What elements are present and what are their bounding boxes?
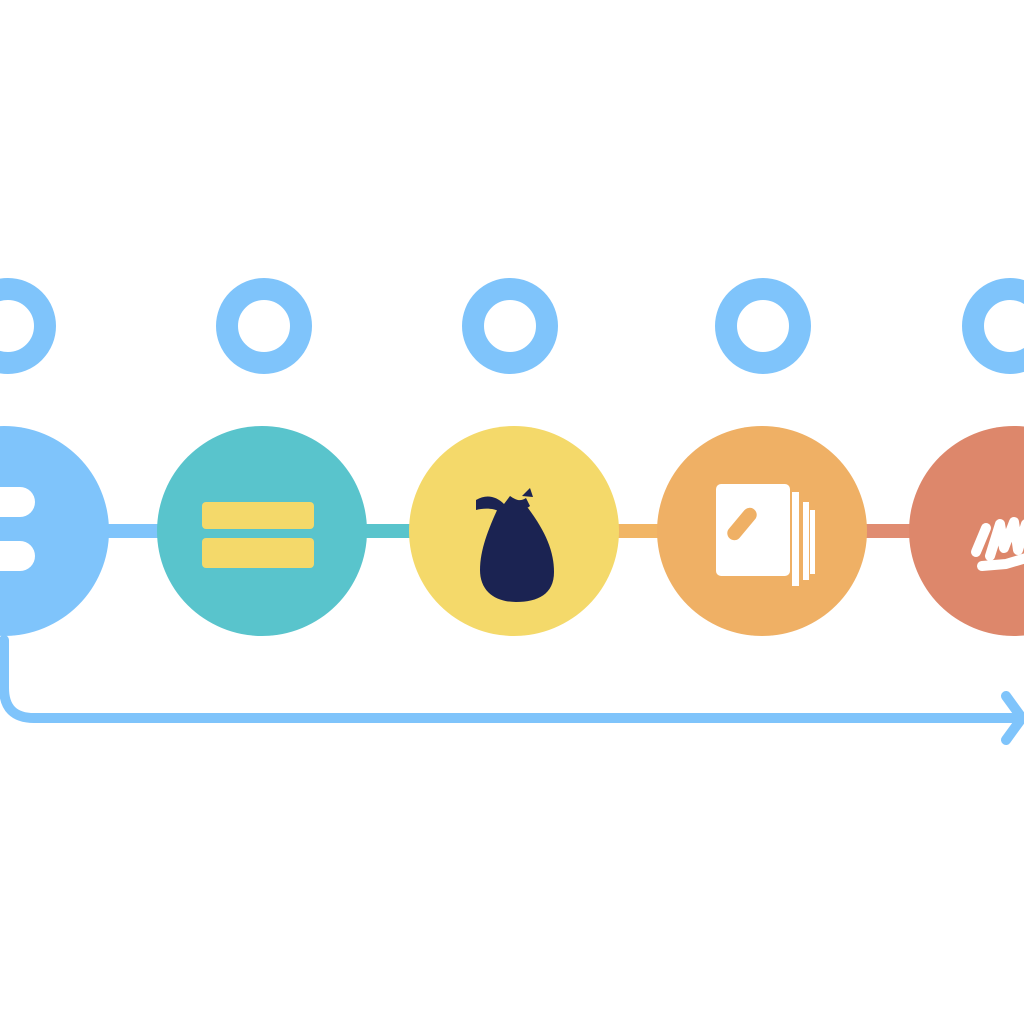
step-indicators (0, 278, 1024, 374)
return-arrow-line (0, 635, 1019, 723)
sack-icon (476, 488, 554, 602)
step-2 (157, 426, 367, 636)
grid-icon (0, 487, 35, 571)
scribble-icon (971, 517, 1024, 571)
step-3 (409, 426, 619, 636)
step-indicator-2 (216, 278, 312, 374)
step-indicator-3 (462, 278, 558, 374)
steps (0, 426, 1024, 636)
step-1 (0, 426, 109, 636)
step-indicator-1 (0, 278, 56, 374)
equals-icon (202, 502, 314, 568)
step-5 (909, 426, 1024, 636)
step-5-circle (909, 426, 1024, 636)
return-arrowhead (1001, 691, 1024, 745)
step-indicator-5 (962, 278, 1024, 374)
step-1-circle (0, 426, 109, 636)
documents-icon (716, 484, 815, 586)
return-arrow (0, 635, 1024, 745)
step-2-circle (157, 426, 367, 636)
step-indicator-4 (715, 278, 811, 374)
step-4 (657, 426, 867, 636)
